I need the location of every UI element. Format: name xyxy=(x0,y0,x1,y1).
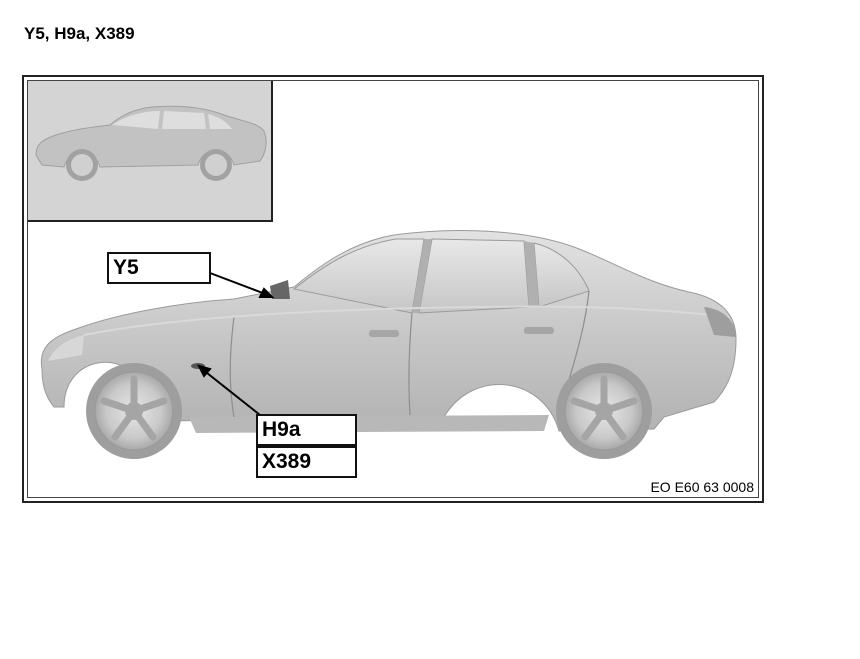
callout-leader-lines xyxy=(197,272,275,416)
inset-overview xyxy=(28,81,273,222)
callout-y5: Y5 xyxy=(107,252,211,284)
callout-x389: X389 xyxy=(256,446,357,478)
figure-frame: Y5 H9a X389 EO E60 63 0008 xyxy=(22,75,764,503)
car-side-view-illustration xyxy=(40,230,737,459)
inset-car-illustration xyxy=(35,105,267,181)
figure-inner-border xyxy=(27,80,759,498)
figure-reference-code: EO E60 63 0008 xyxy=(650,479,754,495)
callout-h9a: H9a xyxy=(256,414,357,446)
front-wheel xyxy=(86,363,182,459)
main-car-body xyxy=(40,230,737,433)
rear-wheel xyxy=(556,363,652,459)
page-title: Y5, H9a, X389 xyxy=(24,24,135,43)
